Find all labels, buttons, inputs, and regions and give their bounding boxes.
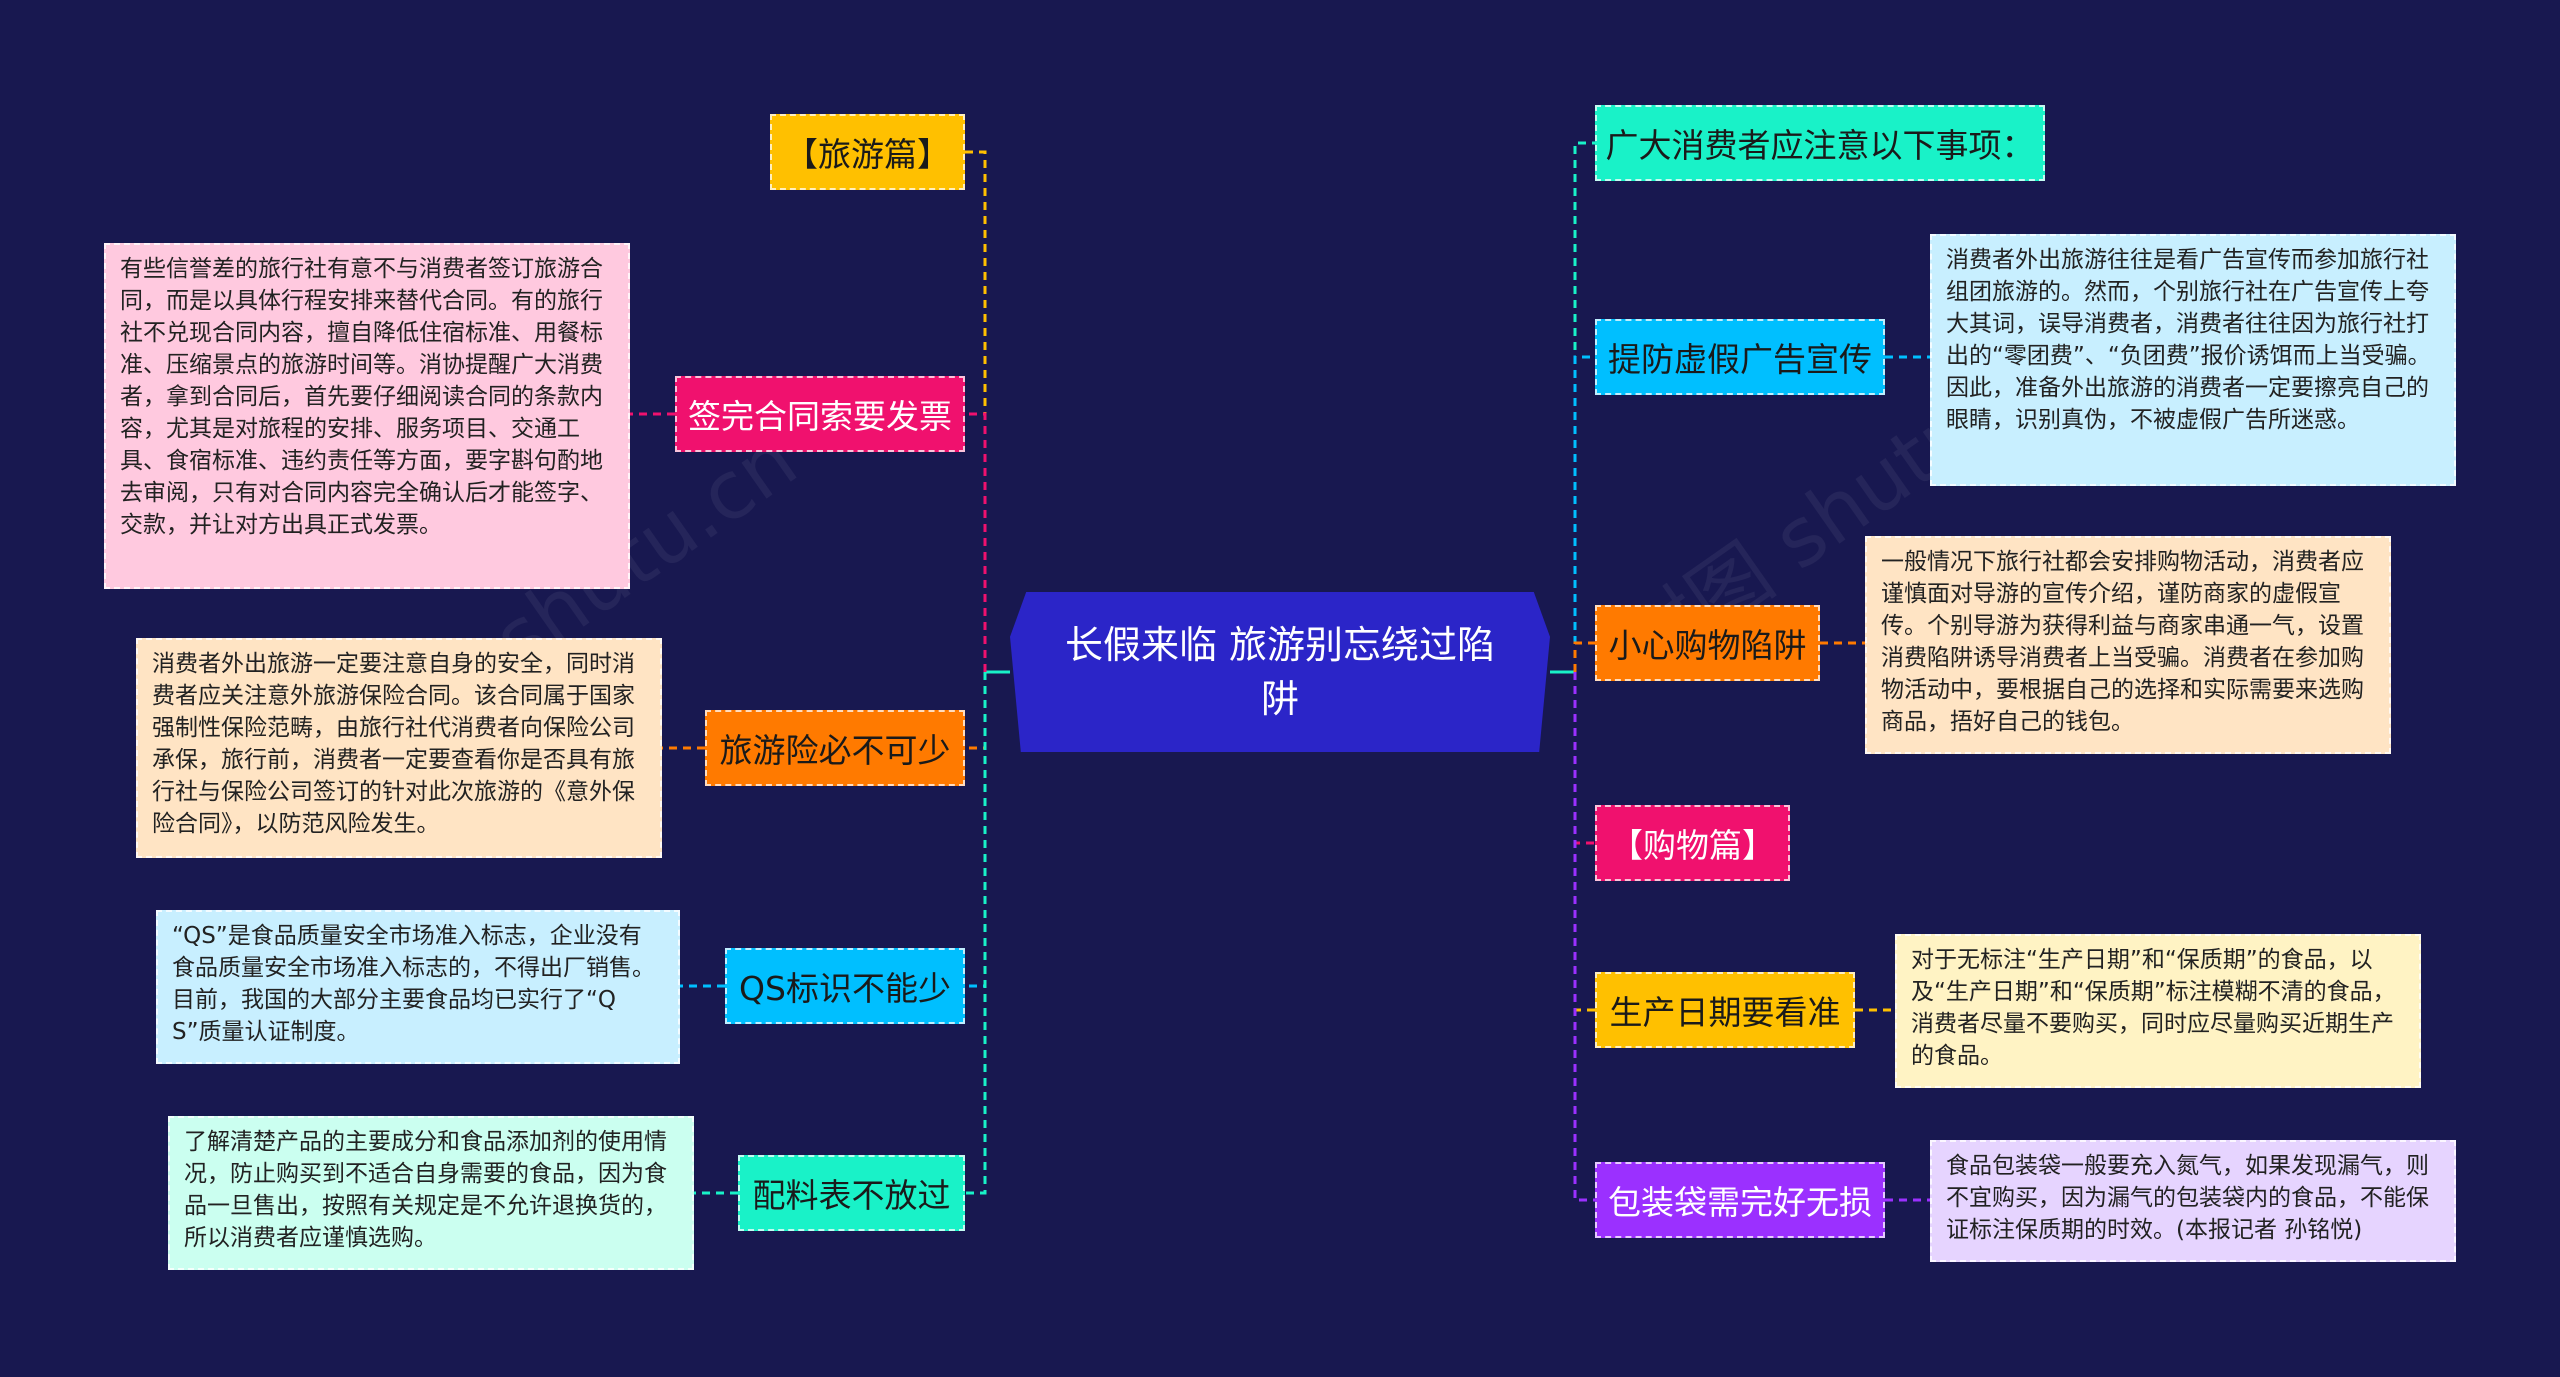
topic-intro[interactable]: 广大消费者应注意以下事项： [1595,105,2045,181]
topic-fake-ads[interactable]: 提防虚假广告宣传 [1595,319,1885,395]
topic-ingredients[interactable]: 配料表不放过 [738,1155,965,1231]
note-qs: “QS”是食品质量安全市场准入标志，企业没有食品质量安全市场准入标志的，不得出厂… [156,910,680,1064]
note-shopping-trap: 一般情况下旅行社都会安排购物活动，消费者应谨慎面对导游的宣传介绍，谨防商家的虚假… [1865,536,2391,754]
topic-label: 生产日期要看准 [1609,993,1841,1032]
topic-label: 包装袋需完好无损 [1608,1183,1872,1222]
link-travel-header [965,150,987,672]
topic-insurance[interactable]: 旅游险必不可少 [705,710,965,786]
link-ingredients [965,672,987,1195]
topic-label: 配料表不放过 [752,1176,951,1215]
topic-prod-date[interactable]: 生产日期要看准 [1595,972,1855,1048]
link-qs [965,672,987,988]
link-contract [965,412,987,672]
topic-label: QS标识不能少 [739,969,951,1008]
link-intro [1573,141,1595,672]
topic-travel-header[interactable]: 【旅游篇】 [770,114,965,190]
link-shopping-trap [1573,641,1595,672]
topic-label: 【购物篇】 [1610,826,1775,865]
topic-label: 旅游险必不可少 [719,731,951,770]
link-shopping-header [1573,672,1595,845]
link-insurance [965,672,987,750]
topic-label: 提防虚假广告宣传 [1608,340,1872,379]
topic-label: 广大消费者应注意以下事项： [1605,126,2035,165]
note-fake-ads: 消费者外出旅游往往是看广告宣传而参加旅行社组团旅游的。然而，个别旅行社在广告宣传… [1930,234,2456,486]
topic-qs[interactable]: QS标识不能少 [725,948,965,1024]
root-topic[interactable]: 长假来临 旅游别忘绕过陷阱 [1010,592,1550,752]
topic-label: 小心购物陷阱 [1608,626,1807,665]
topic-label: 【旅游篇】 [785,135,950,174]
note-ingredients: 了解清楚产品的主要成分和食品添加剂的使用情况，防止购买到不适合自身需要的食品，因… [168,1116,694,1270]
note-contract: 有些信誉差的旅行社有意不与消费者签订旅游合同，而是以具体行程安排来替代合同。有的… [104,243,630,589]
topic-label: 签完合同索要发票 [688,397,952,436]
note-insurance: 消费者外出旅游一定要注意自身的安全，同时消费者应关注意外旅游保险合同。该合同属于… [136,638,662,858]
topic-shopping-header[interactable]: 【购物篇】 [1595,805,1790,881]
topic-contract[interactable]: 签完合同索要发票 [675,376,965,452]
note-packaging: 食品包装袋一般要充入氮气，如果发现漏气，则不宜购买，因为漏气的包装袋内的食品，不… [1930,1140,2456,1262]
topic-packaging[interactable]: 包装袋需完好无损 [1595,1162,1885,1238]
link-packaging [1573,672,1595,1202]
topic-shopping-trap[interactable]: 小心购物陷阱 [1595,605,1820,681]
note-prod-date: 对于无标注“生产日期”和“保质期”的食品，以及“生产日期”和“保质期”标注模糊不… [1895,934,2421,1088]
link-prod-date [1573,672,1595,1012]
root-title: 长假来临 旅游别忘绕过陷阱 [1064,623,1496,721]
link-fake-ads [1573,355,1595,672]
